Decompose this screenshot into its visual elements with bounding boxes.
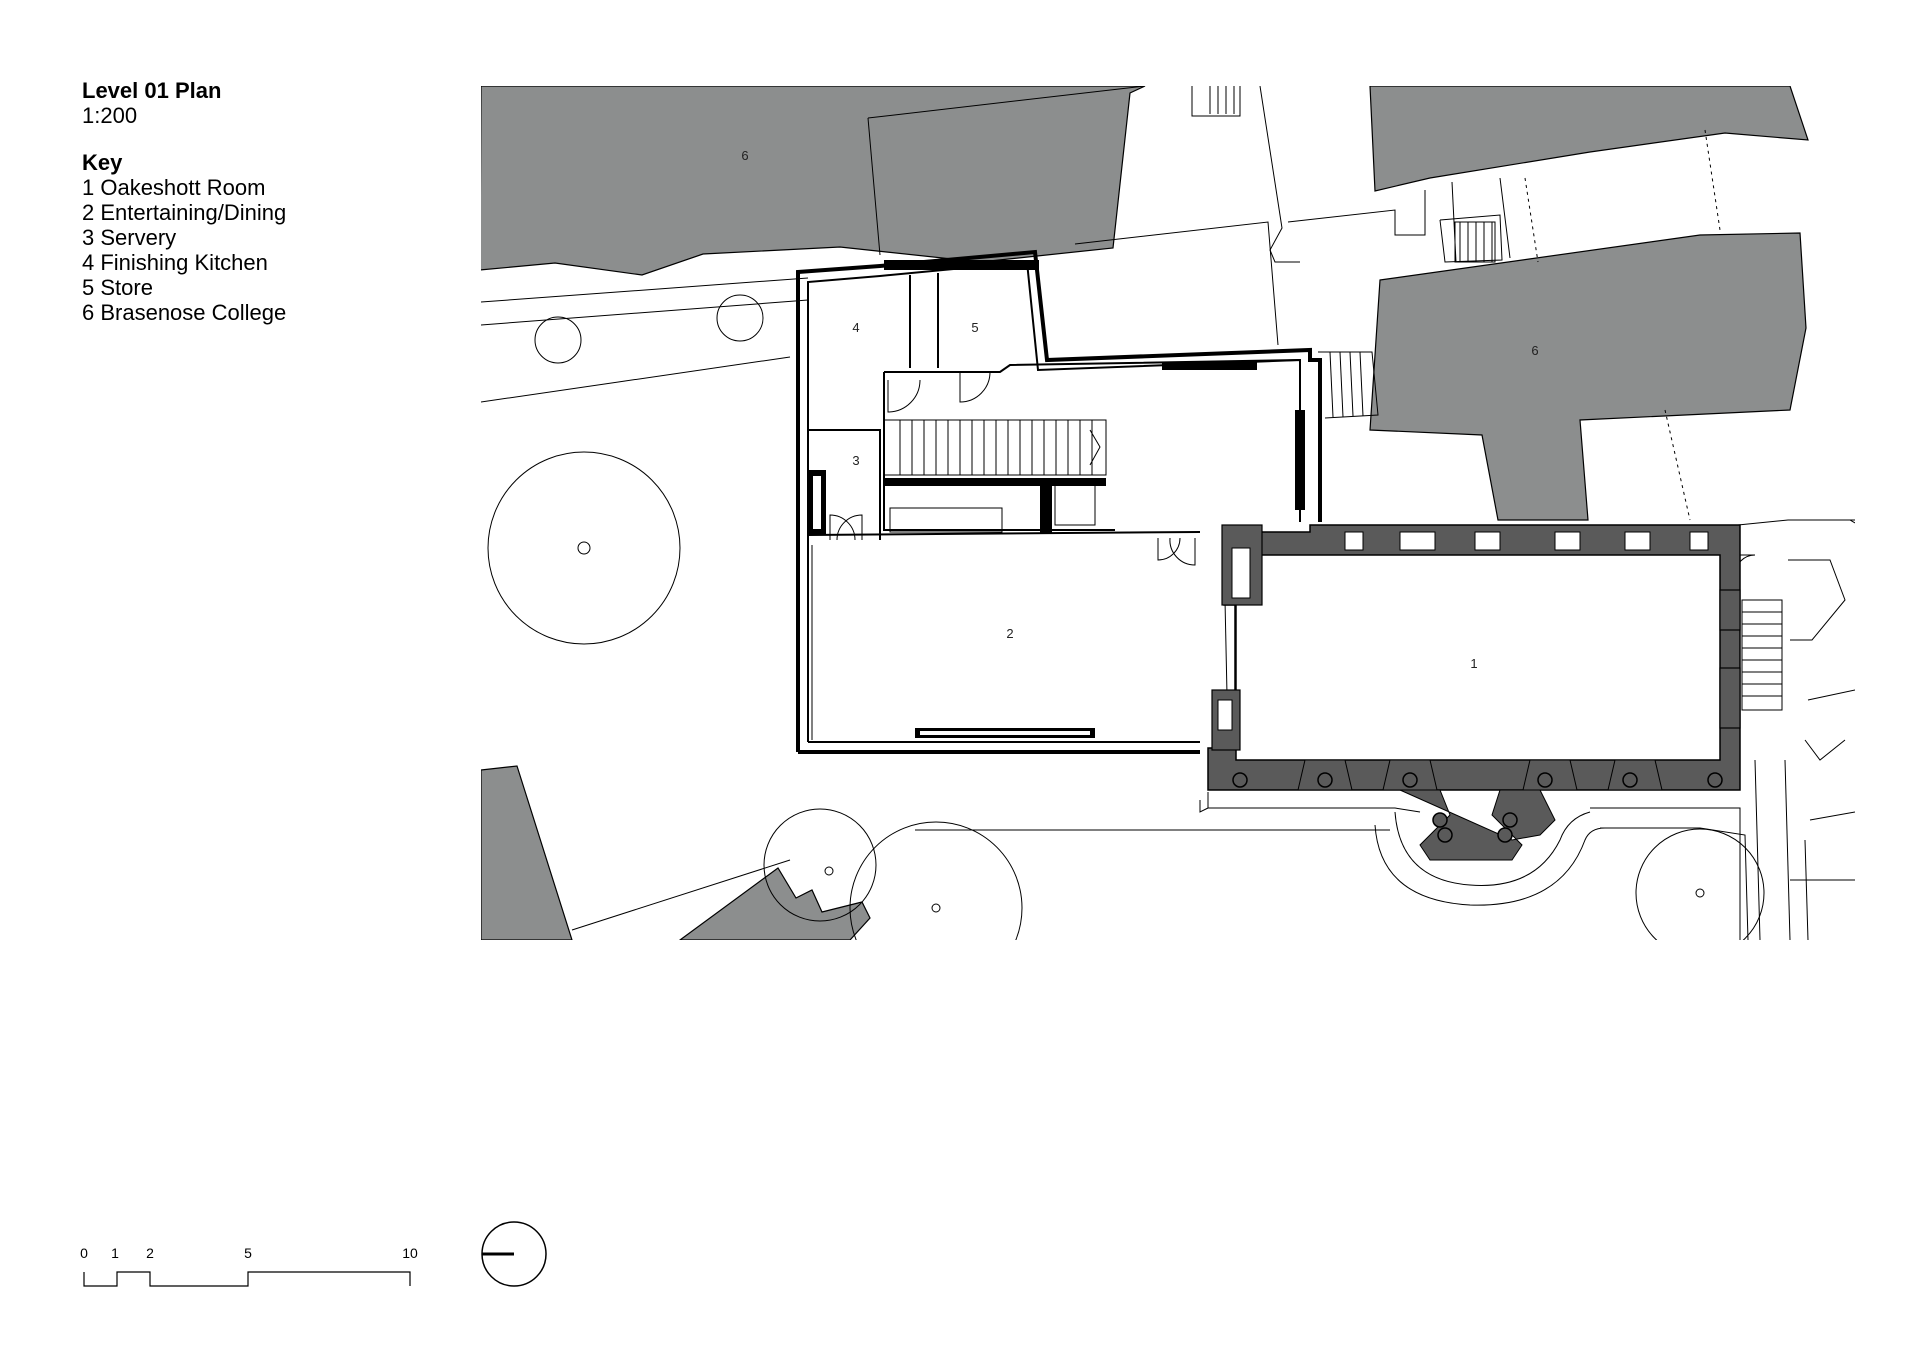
key-item: 5 Store bbox=[82, 275, 153, 300]
brasenose-building-north-east bbox=[1369, 86, 1809, 192]
building-label-brasenose: 6 bbox=[1531, 343, 1538, 358]
scale-tick-label: 0 bbox=[80, 1245, 88, 1261]
scale-tick-label: 10 bbox=[402, 1245, 418, 1261]
tree-canopy bbox=[849, 821, 1023, 940]
servery-stair bbox=[883, 419, 1107, 533]
north-stair bbox=[1209, 86, 1496, 263]
context-lines bbox=[481, 86, 1855, 940]
scale-tick-label: 1 bbox=[111, 1245, 119, 1261]
columns bbox=[1232, 772, 1723, 843]
entrance-piers bbox=[1211, 524, 1741, 751]
tree-trunk bbox=[1695, 888, 1705, 898]
east-stair bbox=[1741, 599, 1783, 711]
brasenose-building-north-west bbox=[481, 86, 1146, 276]
key-item: 2 Entertaining/Dining bbox=[82, 200, 287, 225]
building-label-brasenose: 6 bbox=[741, 148, 748, 163]
tree-canopy bbox=[716, 294, 764, 342]
north-arrow-icon bbox=[481, 1221, 547, 1287]
servery-counter bbox=[884, 478, 1106, 486]
brasenose-building-south bbox=[678, 867, 871, 940]
plan-scale: 1:200 bbox=[82, 103, 138, 128]
plan-legend: Level 01 Plan 1:200 Key 1 Oakeshott Room… bbox=[82, 78, 442, 325]
key-item: 1 Oakeshott Room bbox=[82, 175, 266, 200]
key-item: 4 Finishing Kitchen bbox=[82, 250, 268, 275]
key-item: 6 Brasenose College bbox=[82, 300, 287, 325]
room-label-dining: 2 bbox=[1006, 626, 1013, 641]
plan-title: Level 01 Plan bbox=[82, 78, 222, 103]
scale-bar: 0 1 2 5 10 bbox=[80, 1245, 418, 1287]
scale-tick-label: 5 bbox=[244, 1245, 252, 1261]
trees bbox=[487, 294, 1765, 940]
link-stair bbox=[1318, 351, 1379, 419]
room-label-servery: 3 bbox=[852, 453, 859, 468]
north-wall-notches bbox=[1344, 531, 1709, 551]
tree-canopy bbox=[534, 316, 582, 364]
tree-trunk bbox=[824, 866, 834, 876]
key-list: 1 Oakeshott Room 2 Entertaining/Dining 3… bbox=[82, 175, 442, 325]
tree-canopy bbox=[1635, 828, 1765, 940]
building-walls bbox=[796, 249, 1322, 754]
key-item: 3 Servery bbox=[82, 225, 177, 250]
lift-core bbox=[1040, 478, 1052, 533]
room-label-store: 5 bbox=[971, 320, 978, 335]
site-plan: 1 2 3 4 5 6 6 bbox=[481, 86, 1855, 940]
tree-canopy bbox=[763, 808, 877, 922]
room-label-oakeshott: 1 bbox=[1470, 656, 1477, 671]
tree-canopy bbox=[487, 451, 681, 645]
room-label-kitchen: 4 bbox=[852, 320, 859, 335]
tree-trunk bbox=[577, 541, 591, 555]
wall-strips bbox=[808, 260, 1305, 738]
scale-tick-label: 2 bbox=[146, 1245, 154, 1261]
brasenose-building-east bbox=[1369, 232, 1807, 521]
tree-trunk bbox=[931, 903, 941, 913]
brasenose-building-south-west bbox=[481, 765, 573, 940]
key-title: Key bbox=[82, 150, 123, 175]
